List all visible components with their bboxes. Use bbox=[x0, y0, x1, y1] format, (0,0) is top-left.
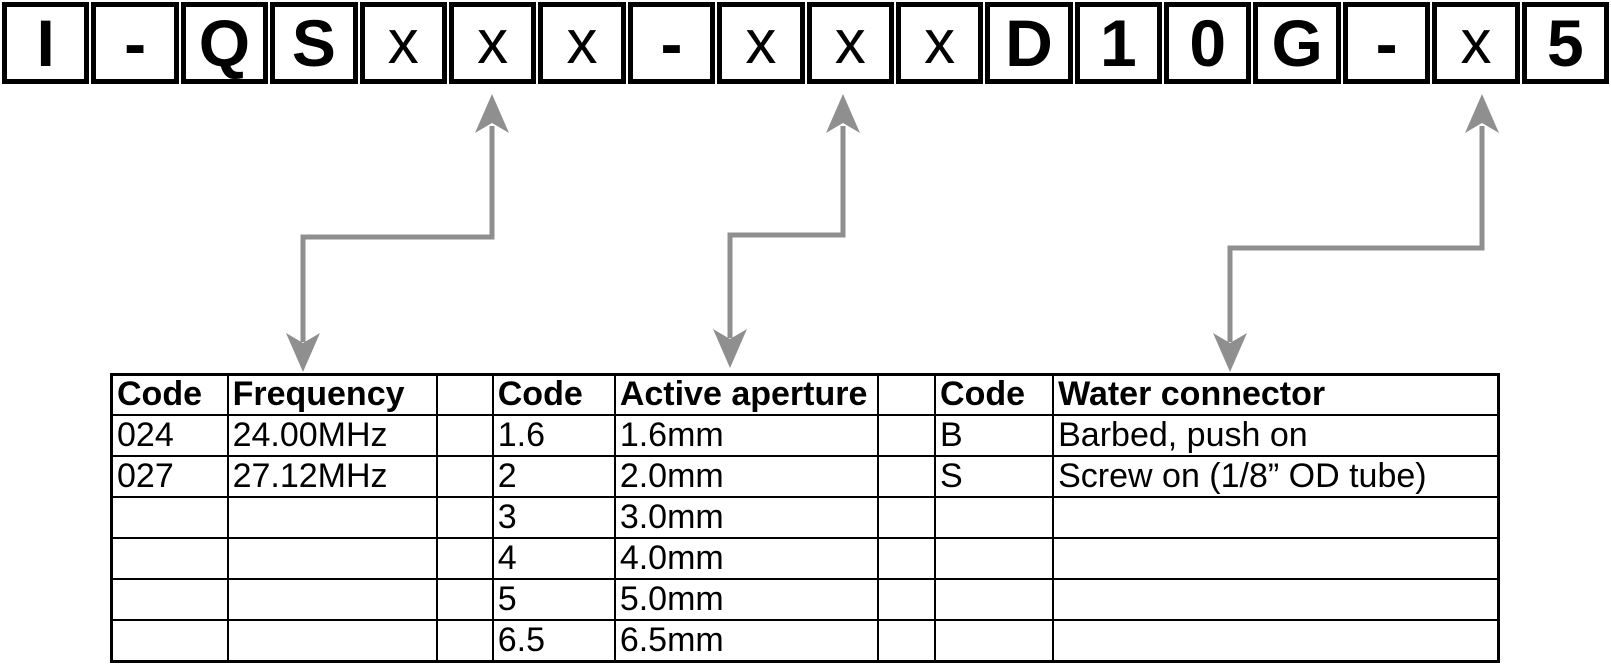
table-cell: B bbox=[934, 414, 1055, 457]
table-cell bbox=[877, 455, 937, 498]
decode-table-header-row: Code Frequency Code Active aperture Code… bbox=[110, 373, 1500, 416]
code-cell-prefix-i: I bbox=[2, 2, 90, 84]
table-cell bbox=[877, 414, 937, 457]
table-cell bbox=[877, 578, 937, 621]
code-cell-aperture-x3: x bbox=[895, 2, 984, 84]
code-cell-dash-3: - bbox=[1342, 2, 1431, 84]
table-cell: 2.0mm bbox=[613, 455, 880, 498]
frequency-arrow-up-head bbox=[475, 94, 509, 133]
table-cell bbox=[435, 455, 494, 498]
active-aperture-arrow-down-head bbox=[713, 329, 747, 368]
code-cell-0: 0 bbox=[1164, 2, 1252, 84]
table-cell bbox=[877, 619, 937, 663]
table-cell bbox=[435, 414, 494, 457]
table-row: 5 5.0mm bbox=[110, 578, 1500, 621]
frequency-code-header: Code bbox=[110, 373, 229, 416]
table-cell: 4 bbox=[491, 537, 616, 580]
frequency-arrow bbox=[286, 94, 509, 372]
code-cell-s: S bbox=[270, 2, 358, 84]
code-cell-freq-x2: x bbox=[448, 2, 537, 84]
table-cell: Screw on (1/8” OD tube) bbox=[1052, 455, 1500, 498]
table-cell: 2 bbox=[491, 455, 616, 498]
table-cell bbox=[934, 537, 1055, 580]
table-cell bbox=[226, 619, 438, 663]
table-cell bbox=[435, 578, 494, 621]
table-cell: 5 bbox=[491, 578, 616, 621]
water-connector-arrow-down-head bbox=[1213, 333, 1247, 372]
code-cell-aperture-x1: x bbox=[717, 2, 805, 84]
water-code-header: Code bbox=[934, 373, 1055, 416]
frequency-header: Frequency bbox=[226, 373, 438, 416]
code-cell-suffix-5: 5 bbox=[1521, 2, 1610, 84]
frequency-arrow-down-head bbox=[286, 333, 320, 372]
table-cell: 24.00MHz bbox=[226, 414, 438, 457]
active-aperture-arrow bbox=[713, 94, 860, 368]
water-connector-header: Water connector bbox=[1052, 373, 1500, 416]
table-cell bbox=[435, 496, 494, 539]
table-row: 6.5 6.5mm bbox=[110, 619, 1500, 663]
table-row: 4 4.0mm bbox=[110, 537, 1500, 580]
active-aperture-arrow-up-head bbox=[826, 94, 860, 133]
code-cell-1: 1 bbox=[1074, 2, 1163, 84]
code-cell-freq-x3: x bbox=[538, 2, 626, 84]
table-cell: Barbed, push on bbox=[1052, 414, 1500, 457]
table-row: 027 27.12MHz 2 2.0mm S Screw on (1/8” OD… bbox=[110, 455, 1500, 498]
table-cell bbox=[435, 619, 494, 663]
table-cell: 3.0mm bbox=[613, 496, 880, 539]
table-cell: S bbox=[934, 455, 1055, 498]
aperture-code-header: Code bbox=[491, 373, 616, 416]
code-cell-water-x: x bbox=[1432, 2, 1520, 84]
table-cell bbox=[110, 578, 229, 621]
table-cell: 024 bbox=[110, 414, 229, 457]
water-connector-arrow bbox=[1213, 94, 1499, 372]
table-row: 024 24.00MHz 1.6 1.6mm B Barbed, push on bbox=[110, 414, 1500, 457]
spacer-header-1 bbox=[435, 373, 494, 416]
decode-table: Code Frequency Code Active aperture Code… bbox=[110, 373, 1500, 663]
table-cell: 6.5mm bbox=[613, 619, 880, 663]
table-cell bbox=[1052, 619, 1500, 663]
decode-table-body: 024 24.00MHz 1.6 1.6mm B Barbed, push on… bbox=[110, 414, 1500, 663]
code-cell-freq-x1: x bbox=[359, 2, 447, 84]
water-connector-arrow-up-head bbox=[1465, 94, 1499, 133]
table-cell: 6.5 bbox=[491, 619, 616, 663]
table-cell: 27.12MHz bbox=[226, 455, 438, 498]
table-cell bbox=[934, 578, 1055, 621]
table-cell bbox=[435, 537, 494, 580]
table-cell: 3 bbox=[491, 496, 616, 539]
table-cell bbox=[110, 619, 229, 663]
table-cell bbox=[877, 496, 937, 539]
code-cell-g: G bbox=[1253, 2, 1341, 84]
table-cell bbox=[226, 496, 438, 539]
table-cell bbox=[1052, 578, 1500, 621]
table-cell bbox=[226, 578, 438, 621]
table-cell: 4.0mm bbox=[613, 537, 880, 580]
table-cell bbox=[226, 537, 438, 580]
code-cell-d: D bbox=[985, 2, 1073, 84]
code-cell-aperture-x2: x bbox=[806, 2, 894, 84]
table-cell bbox=[110, 496, 229, 539]
part-code-row: I - Q S x x x - x x x D 1 0 G - x 5 bbox=[2, 2, 1610, 84]
code-cell-q: Q bbox=[180, 2, 269, 84]
table-row: 3 3.0mm bbox=[110, 496, 1500, 539]
table-cell: 1.6 bbox=[491, 414, 616, 457]
table-cell bbox=[110, 537, 229, 580]
code-cell-dash-1: - bbox=[91, 2, 179, 84]
table-cell bbox=[1052, 537, 1500, 580]
table-cell: 1.6mm bbox=[613, 414, 880, 457]
table-cell bbox=[934, 496, 1055, 539]
decode-table-wrap: Code Frequency Code Active aperture Code… bbox=[110, 373, 1500, 663]
spacer-header-2 bbox=[877, 373, 937, 416]
table-cell bbox=[1052, 496, 1500, 539]
table-cell bbox=[934, 619, 1055, 663]
code-cell-dash-2: - bbox=[627, 2, 716, 84]
table-cell: 5.0mm bbox=[613, 578, 880, 621]
active-aperture-header: Active aperture bbox=[613, 373, 880, 416]
table-cell: 027 bbox=[110, 455, 229, 498]
table-cell bbox=[877, 537, 937, 580]
